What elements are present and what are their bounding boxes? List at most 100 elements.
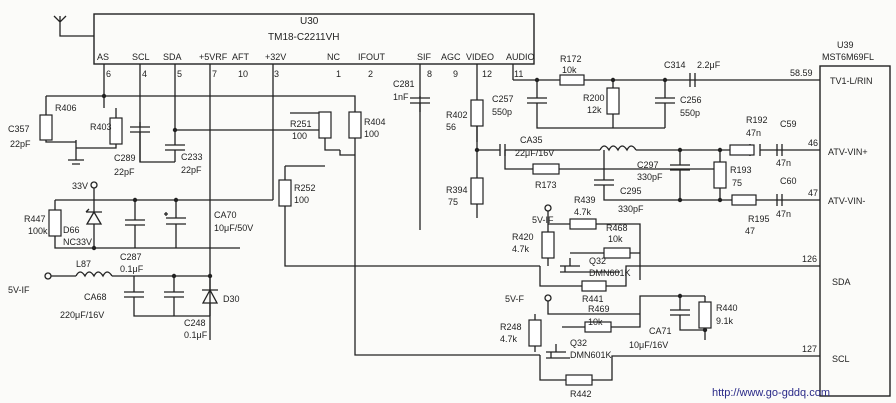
resistor-r248 [528,319,542,347]
label-r420-value: 4.7k [512,244,530,254]
label-r440-value: 9.1k [716,316,734,326]
label-d66: D66 [63,225,80,235]
label-c357: C357 [8,124,30,134]
resistor-r447 [48,209,62,237]
terminal-5v-if-right [544,204,552,212]
label-c297: C297 [637,160,659,170]
antenna-icon [53,15,94,37]
label-c295: C295 [620,186,642,196]
label-c248: C248 [184,318,206,328]
pin-name-ifout: IFOUT [358,52,385,62]
decoder-pin-atv-vin-plus: ATV-VIN+ [828,147,868,157]
decoder-pin-num-46: 46 [808,138,818,148]
pin-num-11: 11 [514,69,523,79]
decoder-pin-scl: SCL [832,354,850,364]
tuner-part: TM18-C2211VH [268,32,340,43]
resistor-r251 [318,111,332,139]
label-r420: R420 [512,232,534,242]
zener-d66-icon [85,200,103,248]
resistor-r442 [565,374,593,386]
label-r447: R447 [24,214,46,224]
label-c287-value: 0.1μF [120,264,144,274]
pin-name-5vrf: +5VRF [199,52,228,62]
decoder-pin-num-58-59: 58.59 [790,68,813,78]
pin-name-sif: SIF [417,52,432,62]
pin-name-aft: AFT [232,52,250,62]
label-c257-value: 550p [492,107,512,117]
label-r195-value: 47 [745,226,755,236]
label-q32-upper: Q32 [589,256,606,266]
decoder-part: MST6M69FL [822,52,874,62]
resistor-r172 [559,74,585,86]
decoder-pin-num-127: 127 [802,344,817,354]
label-r469: R469 [588,304,610,314]
label-q32-lower-part: DMN601K [570,350,612,360]
label-c289-value: 22pF [114,167,135,177]
label-ca68-value: 220μF/16V [60,310,104,320]
label-r394: R394 [446,185,468,195]
resistor-r441 [581,280,607,292]
label-r406: R406 [55,103,77,113]
tuner-ref: U30 [300,16,319,27]
label-r173: R173 [535,180,557,190]
resistor-r406 [39,114,53,141]
resistor-r394 [470,177,484,205]
label-ca71-value: 10μF/16V [629,340,668,350]
label-r200-value: 12k [587,105,602,115]
resistor-r193 [713,161,727,189]
pin-name-video: VIDEO [466,52,494,62]
label-c59: C59 [780,119,797,129]
resistor-r173 [532,163,560,175]
label-r172-value: 10k [562,65,577,75]
decoder-ref: U39 [837,40,854,50]
label-r440: R440 [716,303,738,313]
label-c256-value: 550p [680,108,700,118]
label-r404: R404 [364,117,386,127]
pin-num-3: 3 [274,69,279,79]
label-r402-value: 56 [446,122,456,132]
terminal-5v-if-left [44,272,52,280]
label-r447-value: 100k [28,226,48,236]
label-c256: C256 [680,95,702,105]
label-r441: R441 [582,294,604,304]
pin-num-1: 1 [336,69,341,79]
label-d30: D30 [223,294,240,304]
label-r172: R172 [560,54,582,64]
pin-name-audio: AUDIO [506,52,535,62]
resistor-r200 [606,87,620,115]
label-33v: 33V [72,181,88,191]
label-5v-f: 5V-F [505,294,525,304]
label-l87: L87 [76,259,91,269]
label-c281-value: 1nF [393,92,409,102]
pin-name-as: AS [97,52,109,62]
decoder-pin-tv1-l-rin: TV1-L/RIN [830,76,873,86]
label-5v-if-right: 5V-IF [532,215,554,225]
pin-num-2: 2 [368,69,373,79]
label-r192-value: 47n [746,128,761,138]
label-c295-value: 330pF [618,204,644,214]
pin-num-8: 8 [427,69,432,79]
label-q32-lower: Q32 [570,338,587,348]
label-c357-value: 22pF [10,139,31,149]
label-r195: R195 [748,214,770,224]
label-c289: C289 [114,153,136,163]
terminal-5v-f [544,294,552,302]
resistor-r402 [470,99,484,127]
tuner-box [93,13,535,65]
resistor-r440 [698,301,712,329]
source-url: http://www.go-gddq.com [712,387,830,399]
label-q32-upper-part: DMN601K [589,268,631,278]
label-c248-value: 0.1μF [184,330,208,340]
decoder-pin-num-47: 47 [808,188,818,198]
pin-num-5: 5 [177,69,182,79]
label-ca35-value: 22μF/16V [515,148,554,158]
mosfet-q32-lower-icon [546,344,570,359]
label-r248-value: 4.7k [500,334,518,344]
label-c60-value: 47n [776,209,791,219]
label-c281: C281 [393,79,415,89]
decoder-pin-sda: SDA [832,277,851,287]
label-ca70-value: 10μF/50V [214,223,253,233]
inductor-l87 [75,271,113,278]
